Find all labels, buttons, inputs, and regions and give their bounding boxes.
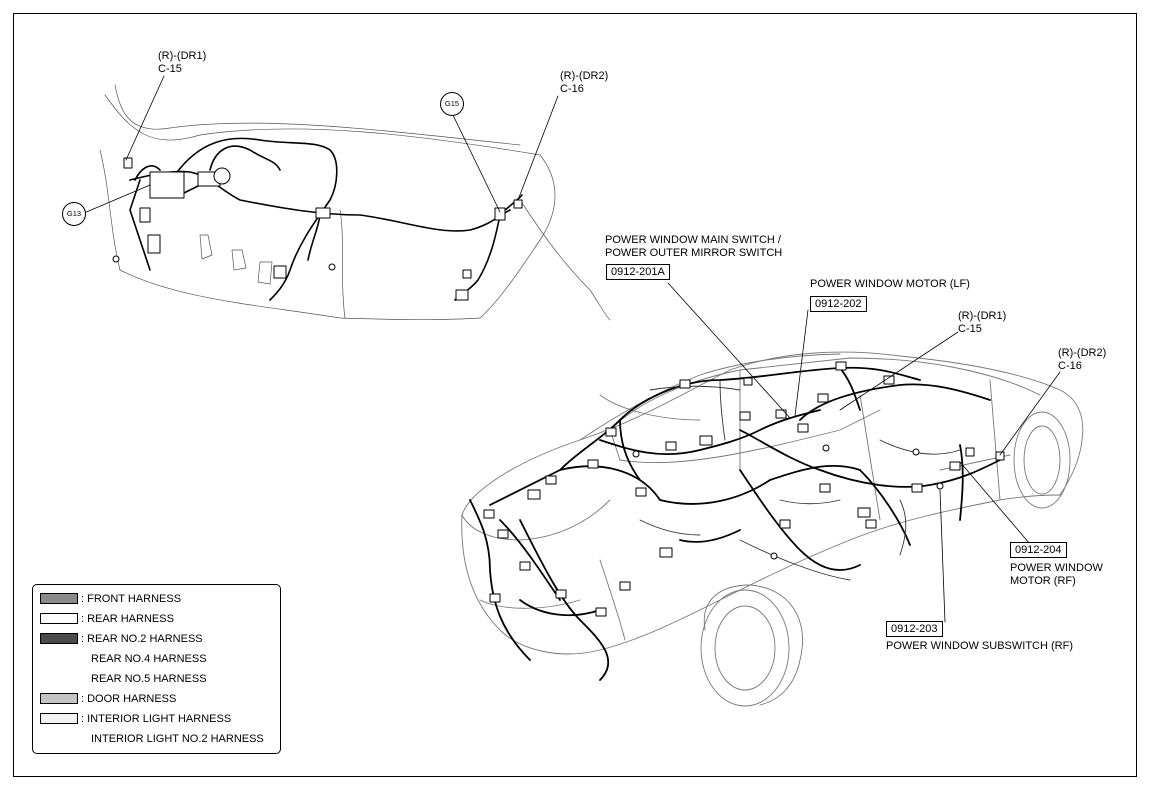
top-dr2-line2: C-16 <box>560 83 584 95</box>
motor-rf-label: POWER WINDOW MOTOR (RF) <box>1010 562 1103 588</box>
legend-swatch <box>40 693 78 704</box>
main-switch-label: POWER WINDOW MAIN SWITCH / POWER OUTER M… <box>605 234 782 260</box>
car-dr2-line2: C-16 <box>1058 360 1082 372</box>
diagram-frame <box>13 13 1137 777</box>
ground-g15-marker: G15 <box>440 92 464 116</box>
car-dr2-connector-label: (R)-(DR2) C-16 <box>1058 347 1106 373</box>
main-switch-line1: POWER WINDOW MAIN SWITCH / <box>605 234 781 246</box>
ground-g13-marker: G13 <box>62 202 86 226</box>
legend-label: INTERIOR LIGHT NO.2 HARNESS <box>91 733 264 745</box>
motor-lf-label: POWER WINDOW MOTOR (LF) <box>810 278 970 290</box>
legend-swatch <box>40 633 78 644</box>
legend-swatch <box>40 613 78 624</box>
legend-label: REAR NO.4 HARNESS <box>91 653 207 665</box>
top-dr1-line2: C-15 <box>158 63 182 75</box>
legend-swatch <box>40 593 78 604</box>
motor-rf-code-box: 0912-204 <box>1010 542 1067 558</box>
top-leader-lines <box>83 75 559 214</box>
legend-label: REAR NO.5 HARNESS <box>91 673 207 685</box>
top-body-outline <box>99 84 611 321</box>
main-switch-line2: POWER OUTER MIRROR SWITCH <box>605 247 783 259</box>
car-harness-light <box>639 379 961 581</box>
legend-label: : FRONT HARNESS <box>81 593 182 605</box>
subswitch-rf-code-box: 0912-203 <box>886 621 943 637</box>
top-dr1-connector-label: (R)-(DR1) C-15 <box>158 50 206 76</box>
top-dr2-connector-label: (R)-(DR2) C-16 <box>560 70 608 96</box>
top-dr2-line1: (R)-(DR2) <box>560 70 609 82</box>
car-dr1-line2: C-15 <box>958 323 982 335</box>
car-leader-lines <box>667 282 1061 623</box>
car-dr1-line1: (R)-(DR1) <box>958 310 1007 322</box>
legend-label: : REAR NO.2 HARNESS <box>81 633 203 645</box>
motor-rf-line2: MOTOR (RF) <box>1010 575 1076 587</box>
legend-swatch <box>40 713 78 724</box>
legend-label: : INTERIOR LIGHT HARNESS <box>81 713 232 725</box>
top-dr1-line1: (R)-(DR1) <box>158 50 207 62</box>
motor-rf-line1: POWER WINDOW <box>1010 562 1103 574</box>
legend-label: : DOOR HARNESS <box>81 693 177 705</box>
car-dr2-line1: (R)-(DR2) <box>1058 347 1107 359</box>
legend-label: : REAR HARNESS <box>81 613 174 625</box>
car-dr1-connector-label: (R)-(DR1) C-15 <box>958 310 1006 336</box>
subswitch-rf-label: POWER WINDOW SUBSWITCH (RF) <box>886 640 1073 652</box>
main-switch-code-box: 0912-201A <box>606 264 670 280</box>
car-connectors <box>483 361 1005 617</box>
harness-legend: : FRONT HARNESS : REAR HARNESS : REAR NO.2… <box>32 584 281 754</box>
motor-lf-code-box: 0912-202 <box>810 296 867 312</box>
